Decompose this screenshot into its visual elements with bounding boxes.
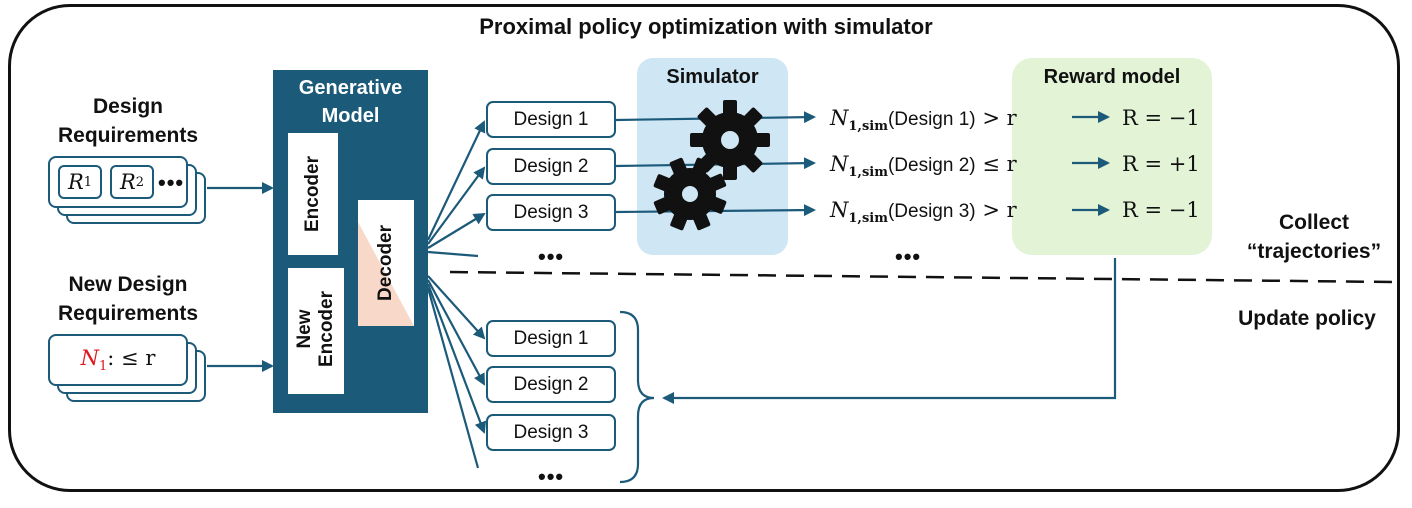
design-requirements-label: Design Requirements [57, 95, 199, 147]
update-policy-label: Update policy [1238, 307, 1376, 330]
bottom-designs-bracket [619, 310, 655, 484]
encoder-block [288, 133, 338, 255]
new-encoder-block [288, 268, 344, 394]
reward-value-1: R = −1 [1122, 106, 1200, 130]
arrow-to-top-design-1 [427, 120, 486, 241]
reward-model-title: Reward model [1043, 66, 1181, 88]
arrow-to-bottom-design-3 [426, 283, 487, 434]
generative-model-title: Generative Model [298, 77, 403, 127]
top-design-2: Design 2 [486, 148, 616, 185]
reward-model-box [1012, 58, 1212, 255]
top-designs-ellipsis: ••• [538, 244, 565, 269]
bottom-design-2: Design 2 [486, 366, 616, 403]
decoder-block [358, 200, 414, 326]
outer-frame [8, 4, 1400, 492]
arrow-to-bottom-design-1 [427, 275, 486, 340]
new-requirements-card-front: N1: ≤ r [48, 334, 188, 386]
evaluation-row-1: N1,sim(Design 1) > r [830, 106, 1017, 134]
arrow-to-top-design-2 [427, 166, 486, 245]
phase-separator-dashed-line [449, 270, 1393, 284]
evaluation-row-2: N1,sim(Design 2) ≤ r [830, 152, 1017, 180]
arrow-to-bottom-design-2 [427, 279, 485, 386]
reward-value-2: R = +1 [1122, 152, 1200, 176]
requirements-more-dots: ••• [158, 170, 185, 195]
new-design-requirements-label: New Design Requirements [57, 273, 199, 325]
simulator-title: Simulator [666, 66, 759, 88]
evaluations-ellipsis: ••• [895, 244, 922, 269]
new-requirement-expression: N1: ≤ r [80, 346, 156, 374]
top-design-3: Design 3 [486, 194, 616, 231]
line-to-bottom-ellipsis [426, 287, 480, 469]
collect-trajectories-label: Collect “trajectories” [1246, 211, 1382, 263]
reward-value-3: R = −1 [1122, 198, 1200, 222]
decoder-triangle [358, 222, 414, 326]
gear-icon-top [690, 100, 770, 180]
bottom-design-1: Design 1 [486, 320, 616, 357]
feedback-arrow-reward-to-policy [662, 258, 1117, 404]
arrow-to-top-design-3 [427, 212, 486, 249]
bottom-designs-ellipsis: ••• [538, 464, 565, 489]
diagram-title: Proximal policy optimization with simula… [479, 14, 933, 39]
top-design-1: Design 1 [486, 101, 616, 138]
bottom-design-3: Design 3 [486, 414, 616, 451]
gear-icon-bottom [653, 157, 727, 231]
evaluation-row-3: N1,sim(Design 3) > r [830, 198, 1017, 226]
line-to-top-ellipsis [427, 250, 479, 258]
